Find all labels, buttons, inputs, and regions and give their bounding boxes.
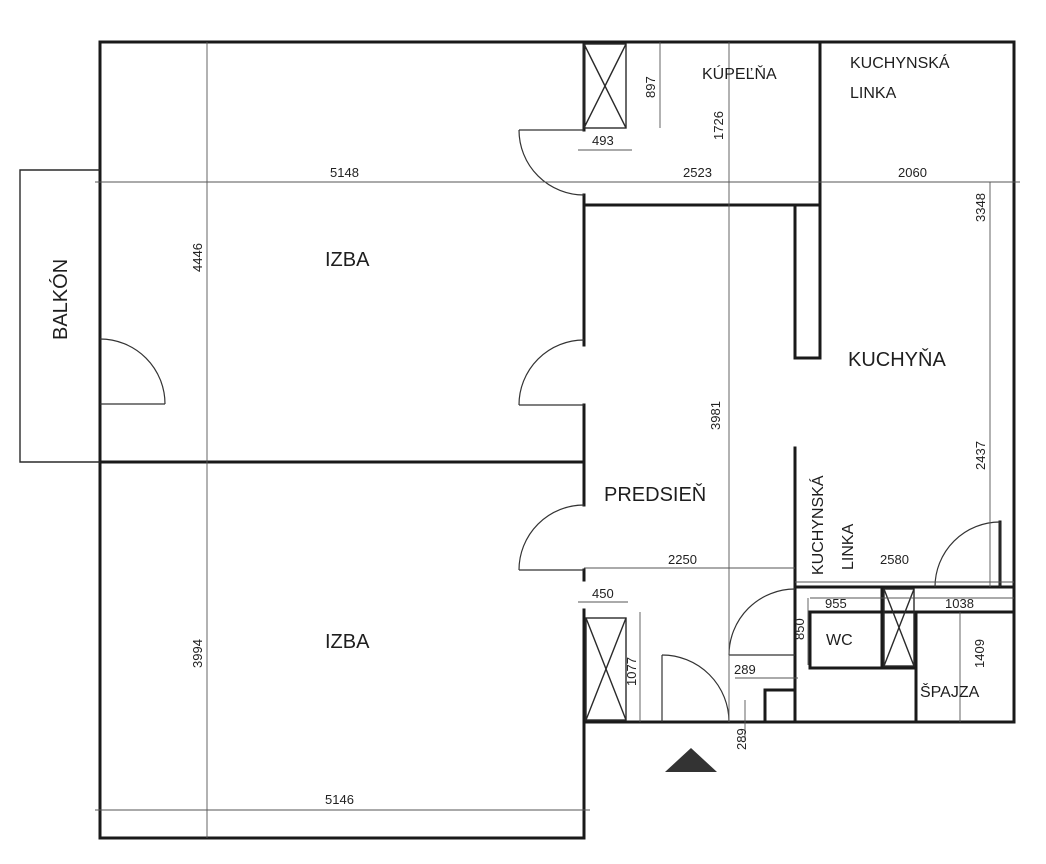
dim-1409: 1409 [972,639,987,668]
doors [99,129,1001,723]
interior-walls [98,40,1016,724]
dim-955: 955 [825,596,847,611]
shaft-top [583,43,627,129]
room-label-kuchynska-linka-top-1: KUCHYNSKÁ [850,53,950,72]
dim-450: 450 [592,586,614,601]
room-label-spajza: ŠPAJZA [920,682,980,701]
outer-walls [98,40,1016,840]
dim-1038: 1038 [945,596,974,611]
dim-2250: 2250 [668,552,697,567]
dimension-labels: 5148 2523 2060 3348 4446 897 493 1726 39… [190,76,988,807]
shaft-bottom [585,617,627,721]
dim-2437: 2437 [973,441,988,470]
room-label-izba-bottom: IZBA [325,631,370,653]
dim-493: 493 [592,133,614,148]
dim-850: 850 [792,618,807,640]
room-label-kuchynska-linka-vert-2: LINKA [840,523,857,570]
dim-1077: 1077 [624,657,639,686]
dim-289-a: 289 [734,662,756,677]
dim-897: 897 [643,76,658,98]
room-label-kupelna: KÚPEĽŇA [702,64,777,83]
dim-2580: 2580 [880,552,909,567]
balcony [19,169,100,463]
room-label-wc: WC [826,632,853,649]
dim-3981: 3981 [708,401,723,430]
dim-2060: 2060 [898,165,927,180]
room-labels: IZBA IZBA BALKÓN KÚPEĽŇA KUCHYNSKÁ LINKA… [49,53,980,701]
dim-3994: 3994 [190,639,205,668]
room-label-kuchynska-linka-vert-1: KUCHYNSKÁ [808,475,827,575]
dim-5146: 5146 [325,792,354,807]
dim-5148: 5148 [330,165,359,180]
dim-3348: 3348 [973,193,988,222]
room-label-izba-top: IZBA [325,249,370,271]
dim-2523: 2523 [683,165,712,180]
entrance-marker [665,748,717,772]
room-label-balkon: BALKÓN [49,259,72,340]
dim-289-b: 289 [734,728,749,750]
dim-1726: 1726 [711,111,726,140]
room-label-predsien: PREDSIEŇ [604,483,706,506]
room-label-kuchynska-linka-top-2: LINKA [850,85,897,102]
room-label-kuchyna: KUCHYŇA [848,348,946,371]
dim-4446: 4446 [190,243,205,272]
dimension-lines [95,42,1020,838]
shaft-wc [883,588,915,667]
